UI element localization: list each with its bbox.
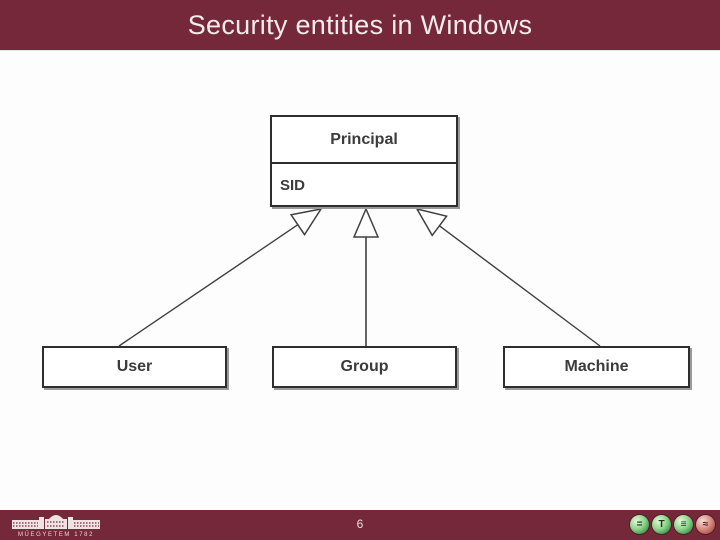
footer-badges: = T ≡ ≈ [630,515,715,534]
uml-class-group-label: Group [340,358,389,375]
org-badge-1: = [630,515,649,534]
slide-header: Security entities in Windows [0,0,720,50]
uml-class-user-label: User [116,358,153,375]
uml-class-group: Group [272,346,457,388]
slide-title: Security entities in Windows [187,9,533,40]
org-badge-3: ≡ [674,515,693,534]
org-badge-2: T [652,515,671,534]
uml-class-machine-label: Machine [564,358,629,375]
university-logo-caption: MŰEGYETEM 1782 [17,532,95,538]
uml-class-principal-name: Principal [272,117,456,164]
university-building-icon [12,515,100,529]
uml-attribute-sid: SID [280,177,306,194]
uml-class-user: User [42,346,227,388]
uml-class-principal: Principal SID [270,115,458,207]
page-number: 6 [356,517,364,531]
org-badge-4: ≈ [696,515,715,534]
uml-class-machine: Machine [503,346,690,388]
university-logo: MŰEGYETEM 1782 [8,513,104,538]
slide-footer: MŰEGYETEM 1782 6 = T ≡ ≈ [0,510,720,540]
